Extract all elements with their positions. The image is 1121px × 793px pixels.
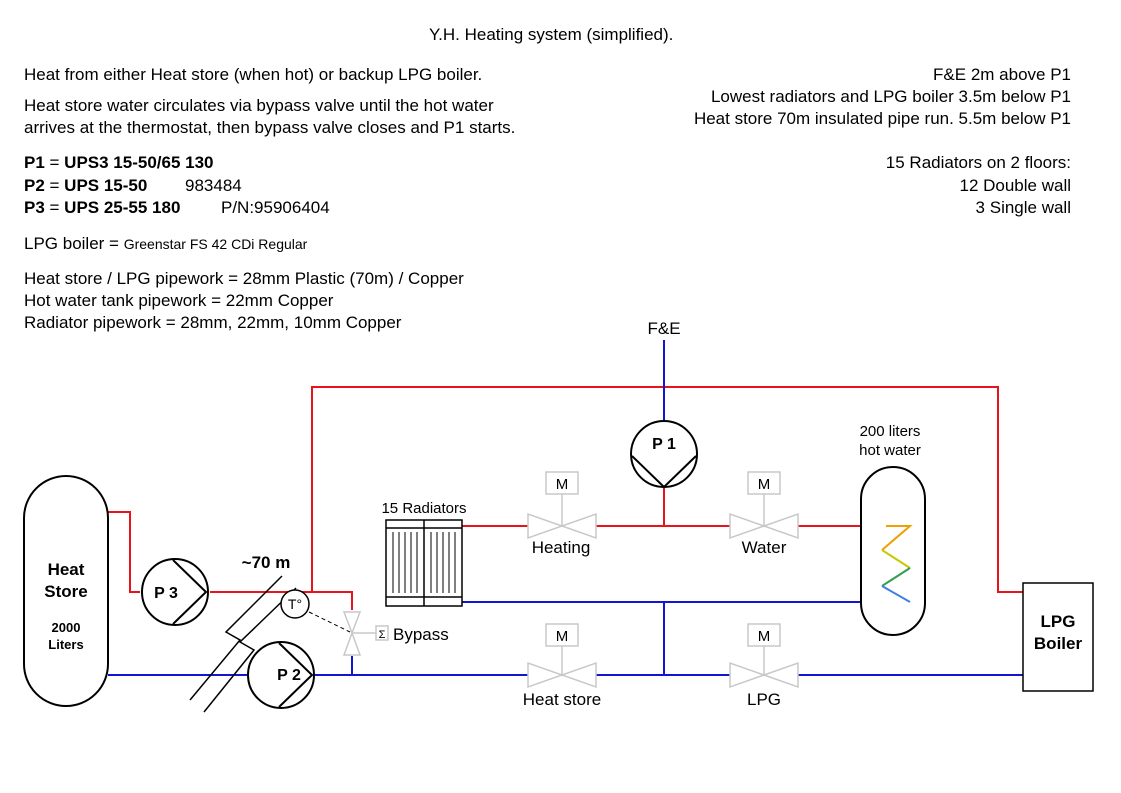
valve-water-label: Water [742, 538, 787, 557]
heat-store-label-1: Heat [48, 560, 85, 579]
lpg-boiler-label-2: Boiler [1034, 634, 1083, 653]
valve-heatstore [527, 623, 597, 689]
note-single-wall: 3 Single wall [975, 198, 1071, 217]
pump-spec-model: UPS3 15-50/65 130 [64, 153, 214, 172]
pump-spec-label: P1 [24, 153, 45, 172]
heat-store-capacity-2: Liters [48, 637, 83, 652]
pump-p3: P 3 [141, 558, 209, 626]
radiator-bank [385, 519, 463, 607]
pump-spec-model: UPS 15-50 [64, 176, 148, 195]
valve-lpg-motor: M [758, 628, 771, 645]
note-heat-store-run: Heat store 70m insulated pipe run. 5.5m … [693, 109, 1071, 128]
flow-pipes [108, 386, 1023, 610]
pump-spec-p3: P3 = UPS 25-55 180 P/N:95906404 [24, 197, 330, 219]
pump-spec-eq: = [44, 198, 65, 217]
pump-spec-extra: P/N:95906404 [221, 198, 330, 217]
pump-p1: P 1 [630, 420, 698, 489]
thermostat [280, 589, 310, 619]
pump-p1-label: P 1 [652, 436, 676, 453]
note-radiator-count: 15 Radiators on 2 floors: [885, 153, 1071, 172]
bypass-actuator-icon: Ʃ [379, 629, 386, 641]
note-fe-height: F&E 2m above P1 [933, 65, 1071, 84]
valve-lpg [729, 623, 799, 689]
pump-spec-p1: P1 = UPS3 15-50/65 130 [24, 152, 214, 174]
heat-store-capacity-1: 2000 [52, 620, 81, 635]
valve-heatstore-motor: M [556, 628, 569, 645]
pipework-note-3: Radiator pipework = 28mm, 22mm, 10mm Cop… [24, 313, 402, 332]
fe-label: F&E [647, 319, 680, 338]
valve-heating-motor: M [556, 476, 569, 493]
pump-spec-eq: = [44, 176, 65, 195]
pump-spec-p2: P2 = UPS 15-50 983484 [24, 175, 242, 197]
tank-coil [881, 525, 913, 603]
heat-store-tank [23, 475, 109, 707]
pump-p3-label: P 3 [154, 585, 178, 602]
tank-label-2: hot water [859, 442, 921, 459]
pump-spec-extra: 983484 [185, 176, 242, 195]
pump-spec-model: UPS 25-55 180 [64, 198, 181, 217]
note-double-wall: 12 Double wall [959, 176, 1071, 195]
note-circulation-2: arrives at the thermostat, then bypass v… [24, 118, 516, 137]
page-title: Y.H. Heating system (simplified). [429, 25, 674, 44]
pipework-note-1: Heat store / LPG pipework = 28mm Plastic… [24, 269, 464, 288]
pipe-break-symbol [189, 575, 297, 713]
valve-heatstore-label: Heat store [523, 690, 601, 709]
boiler-spec: LPG boiler = Greenstar FS 42 CDi Regular [24, 233, 307, 255]
valve-heating-label: Heating [532, 538, 591, 557]
valve-water-motor: M [758, 476, 771, 493]
distance-label: ~70 m [242, 553, 291, 572]
valve-lpg-label: LPG [747, 690, 781, 709]
bypass-valve [342, 611, 389, 656]
boiler-spec-model: Greenstar FS 42 CDi Regular [123, 236, 308, 252]
valve-heating [527, 471, 597, 540]
hot-water-tank [860, 466, 926, 636]
tank-label-1: 200 liters [860, 423, 921, 440]
flow-pipe-heatstore-p3 [108, 511, 140, 593]
pump-spec-label: P2 [24, 176, 45, 195]
flow-pipe-loop [311, 386, 1023, 593]
note-heat-source: Heat from either Heat store (when hot) o… [24, 65, 483, 84]
pump-p2-label: P 2 [277, 667, 301, 684]
thermostat-label: T° [288, 596, 302, 612]
note-circulation-1: Heat store water circulates via bypass v… [24, 96, 494, 115]
pump-spec-eq: = [44, 153, 65, 172]
note-lowest-radiators: Lowest radiators and LPG boiler 3.5m bel… [710, 87, 1071, 106]
lpg-boiler-label-1: LPG [1041, 612, 1076, 631]
lpg-boiler [1022, 582, 1094, 692]
radiators-label: 15 Radiators [381, 500, 466, 517]
pipework-note-2: Hot water tank pipework = 22mm Copper [24, 291, 334, 310]
heat-store-label-2: Store [44, 582, 87, 601]
bypass-label: Bypass [393, 625, 449, 644]
pump-p2: P 2 [247, 641, 315, 709]
thermostat-link [308, 611, 351, 633]
pump-spec-label: P3 [24, 198, 45, 217]
valve-water [729, 471, 799, 540]
boiler-spec-prefix: LPG boiler = [24, 234, 124, 253]
flow-pipe-p3-bypass [210, 591, 353, 610]
